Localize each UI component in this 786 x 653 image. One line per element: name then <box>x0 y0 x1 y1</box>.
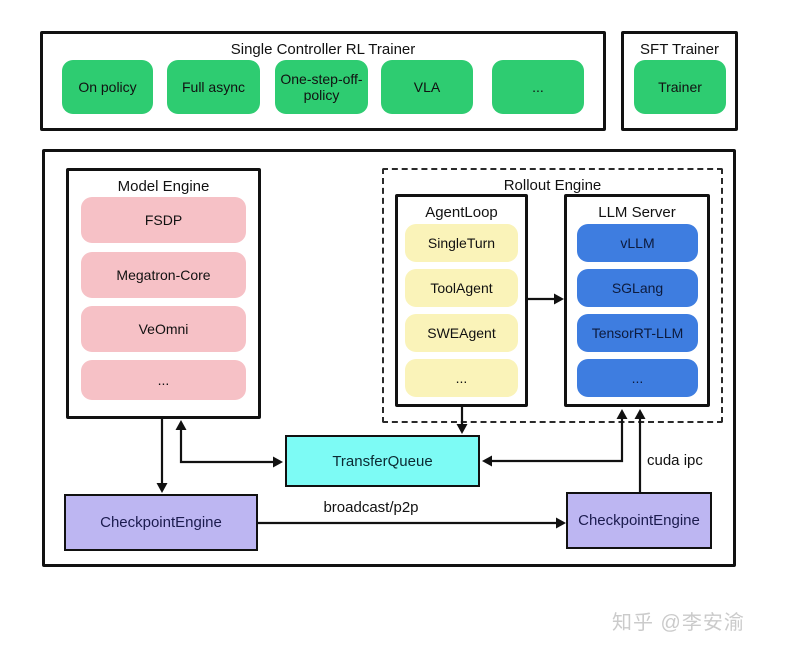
rollout-engine-title: Rollout Engine <box>503 177 602 194</box>
node-toolagent: ToolAgent <box>405 269 518 307</box>
checkpoint-engine-left-box: CheckpointEngine <box>64 494 258 551</box>
node-agent-loop-ellipsis: ... <box>405 359 518 397</box>
watermark: 知乎 @李安渝 <box>612 612 745 634</box>
node-rl-ellipsis: ... <box>492 60 584 114</box>
node-one-step-off-policy: One-step-off-policy <box>275 60 368 114</box>
node-singleturn: SingleTurn <box>405 224 518 262</box>
node-fsdp: FSDP <box>81 197 246 243</box>
node-veomni: VeOmni <box>81 306 246 352</box>
checkpoint-engine-right-box: CheckpointEngine <box>566 492 712 549</box>
node-full-async: Full async <box>167 60 260 114</box>
sft-trainer-title: SFT Trainer <box>640 41 719 58</box>
node-model-engine-ellipsis: ... <box>81 360 246 400</box>
llm-server-title: LLM Server <box>598 204 676 221</box>
checkpoint-engine-left-label: CheckpointEngine <box>100 514 222 531</box>
node-sglang: SGLang <box>577 269 698 307</box>
cuda-ipc-label: cuda ipc <box>647 452 703 469</box>
transfer-queue-label: TransferQueue <box>332 452 433 470</box>
node-vla: VLA <box>381 60 473 114</box>
node-sweagent: SWEAgent <box>405 314 518 352</box>
node-llm-server-ellipsis: ... <box>577 359 698 397</box>
broadcast-p2p-label: broadcast/p2p <box>323 499 419 516</box>
model-engine-title: Model Engine <box>117 178 210 195</box>
node-megatron-core: Megatron-Core <box>81 252 246 298</box>
node-trainer: Trainer <box>634 60 726 114</box>
node-vllm: vLLM <box>577 224 698 262</box>
rl-trainer-title: Single Controller RL Trainer <box>230 41 416 58</box>
transfer-queue-box: TransferQueue <box>285 435 480 487</box>
agent-loop-title: AgentLoop <box>425 204 498 221</box>
checkpoint-engine-right-label: CheckpointEngine <box>578 512 700 529</box>
node-tensorrt-llm: TensorRT-LLM <box>577 314 698 352</box>
node-on-policy: On policy <box>62 60 153 114</box>
